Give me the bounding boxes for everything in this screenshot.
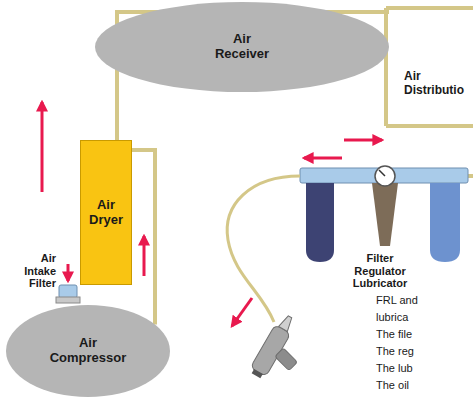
section-label: Air Distributio xyxy=(404,70,464,98)
node-label: Air Receiver xyxy=(215,32,269,62)
node-label: Air Dryer xyxy=(89,198,123,228)
note-text: The lub xyxy=(376,362,413,375)
note-text: The oil xyxy=(376,379,409,392)
air-pipe xyxy=(132,150,155,324)
flow-arrow xyxy=(42,102,382,326)
note-text: FRL and xyxy=(376,294,418,307)
note-text: lubrica xyxy=(376,311,408,324)
intake-filter xyxy=(56,285,80,303)
dryer-box: Air Dryer xyxy=(80,140,132,285)
distribution-pipe xyxy=(386,8,473,176)
node-label: Air Compressor xyxy=(50,336,127,366)
air-hose xyxy=(227,176,300,322)
note-text: The reg xyxy=(376,345,414,358)
compressor-tank: Air Compressor xyxy=(6,305,170,397)
air-tool xyxy=(248,312,315,390)
part-label: Filter Regulator Lubricator xyxy=(353,252,407,290)
frl-unit xyxy=(300,166,468,262)
part-label: Air Intake Filter xyxy=(24,252,56,290)
receiver-tank: Air Receiver xyxy=(95,2,389,92)
note-text: The file xyxy=(376,328,412,341)
